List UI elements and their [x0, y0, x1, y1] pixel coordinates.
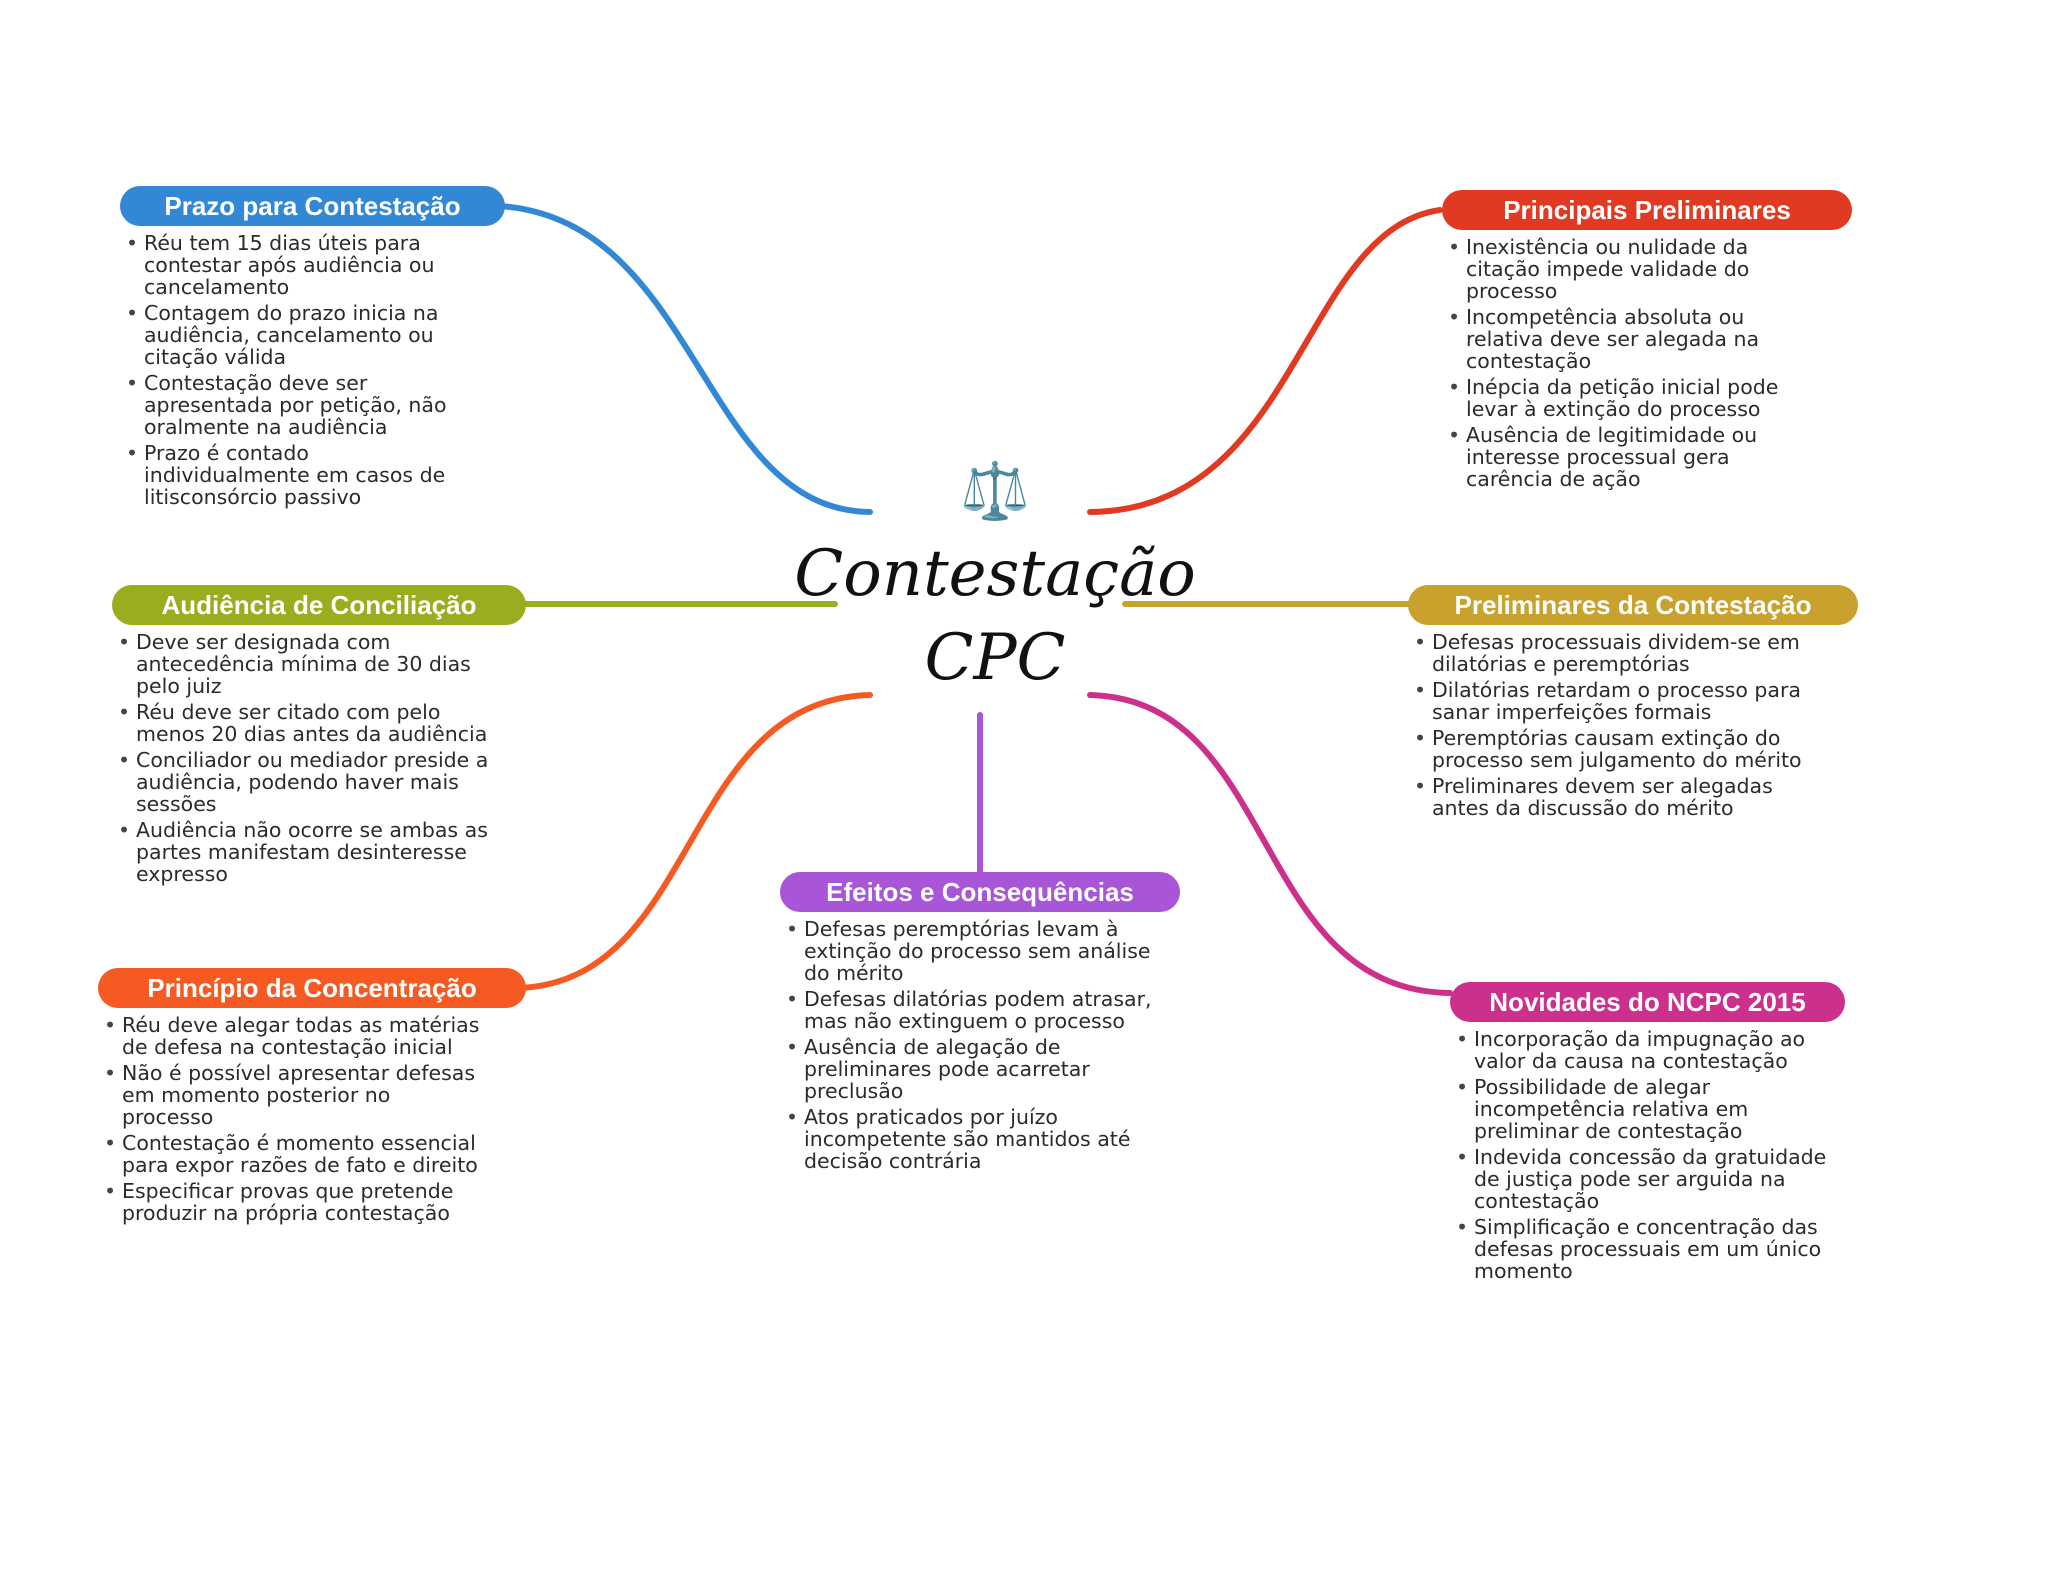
- list-item: Especificar provas que pretende produzir…: [98, 1180, 488, 1224]
- branch-list-audiencia: Deve ser designada com antecedência míni…: [112, 631, 492, 885]
- list-item: Conciliador ou mediador preside a audiên…: [112, 749, 492, 815]
- list-item: Contestação é momento essencial para exp…: [98, 1132, 488, 1176]
- list-item: Prazo é contado individualmente em casos…: [120, 442, 480, 508]
- list-item: Defesas processuais dividem-se em dilató…: [1408, 631, 1808, 675]
- branch-list-preliminares: Defesas processuais dividem-se em dilató…: [1408, 631, 1808, 819]
- list-item: Ausência de alegação de preliminares pod…: [780, 1036, 1160, 1102]
- branch-title-novidades[interactable]: Novidades do NCPC 2015: [1450, 982, 1845, 1022]
- central-title-line2: CPC: [924, 621, 1066, 695]
- branch-title-principio[interactable]: Princípio da Concentração: [98, 968, 526, 1008]
- branch-list-efeitos: Defesas peremptórias levam à extinção do…: [780, 918, 1160, 1172]
- list-item: Incorporação da impugnação ao valor da c…: [1450, 1028, 1830, 1072]
- connector-principio: [517, 692, 873, 991]
- list-item: Atos praticados por juízo incompetente s…: [780, 1106, 1160, 1172]
- branch-principio: Princípio da Concentração Réu deve alega…: [98, 968, 538, 1228]
- connector-principais: [1087, 207, 1443, 515]
- branch-title-preliminares[interactable]: Preliminares da Contestação: [1408, 585, 1858, 625]
- list-item: Indevida concessão da gratuidade de just…: [1450, 1146, 1830, 1212]
- scales-of-justice-icon: ⚖️: [960, 459, 1030, 524]
- list-item: Réu tem 15 dias úteis para contestar apó…: [120, 232, 480, 298]
- central-title-line1: Contestação: [794, 537, 1196, 611]
- list-item: Incompetência absoluta ou relativa deve …: [1442, 306, 1802, 372]
- list-item: Contagem do prazo inicia na audiência, c…: [120, 302, 480, 368]
- branch-audiencia: Audiência de Conciliação Deve ser design…: [112, 585, 542, 889]
- branch-list-prazo: Réu tem 15 dias úteis para contestar apó…: [120, 232, 480, 508]
- branch-efeitos: Efeitos e Consequências Defesas peremptó…: [780, 872, 1200, 1176]
- list-item: Inépcia da petição inicial pode levar à …: [1442, 376, 1802, 420]
- connector-novidades: [1087, 692, 1453, 996]
- list-item: Possibilidade de alegar incompetência re…: [1450, 1076, 1830, 1142]
- branch-novidades: Novidades do NCPC 2015 Incorporação da i…: [1450, 982, 1850, 1286]
- branch-title-efeitos[interactable]: Efeitos e Consequências: [780, 872, 1180, 912]
- branch-list-principio: Réu deve alegar todas as matérias de def…: [98, 1014, 488, 1224]
- list-item: Ausência de legitimidade ou interesse pr…: [1442, 424, 1802, 490]
- list-item: Réu deve ser citado com pelo menos 20 di…: [112, 701, 492, 745]
- list-item: Dilatórias retardam o processo para sana…: [1408, 679, 1808, 723]
- list-item: Defesas dilatórias podem atrasar, mas nã…: [780, 988, 1160, 1032]
- list-item: Peremptórias causam extinção do processo…: [1408, 727, 1808, 771]
- list-item: Simplificação e concentração das defesas…: [1450, 1216, 1830, 1282]
- list-item: Defesas peremptórias levam à extinção do…: [780, 918, 1160, 984]
- list-item: Audiência não ocorre se ambas as partes …: [112, 819, 492, 885]
- list-item: Não é possível apresentar defesas em mom…: [98, 1062, 488, 1128]
- branch-title-principais[interactable]: Principais Preliminares: [1442, 190, 1852, 230]
- branch-list-principais: Inexistência ou nulidade da citação impe…: [1442, 236, 1802, 490]
- central-title: Contestação CPC: [760, 532, 1230, 700]
- central-topic: ⚖️ Contestação CPC: [760, 460, 1230, 700]
- list-item: Deve ser designada com antecedência míni…: [112, 631, 492, 697]
- branch-list-novidades: Incorporação da impugnação ao valor da c…: [1450, 1028, 1830, 1282]
- branch-prazo: Prazo para Contestação Réu tem 15 dias ú…: [120, 186, 520, 512]
- branch-preliminares: Preliminares da Contestação Defesas proc…: [1408, 585, 1868, 823]
- branch-principais: Principais Preliminares Inexistência ou …: [1442, 190, 1862, 494]
- list-item: Réu deve alegar todas as matérias de def…: [98, 1014, 488, 1058]
- branch-title-prazo[interactable]: Prazo para Contestação: [120, 186, 505, 226]
- connector-prazo: [497, 203, 873, 515]
- list-item: Inexistência ou nulidade da citação impe…: [1442, 236, 1802, 302]
- list-item: Contestação deve ser apresentada por pet…: [120, 372, 480, 438]
- list-item: Preliminares devem ser alegadas antes da…: [1408, 775, 1808, 819]
- branch-title-audiencia[interactable]: Audiência de Conciliação: [112, 585, 526, 625]
